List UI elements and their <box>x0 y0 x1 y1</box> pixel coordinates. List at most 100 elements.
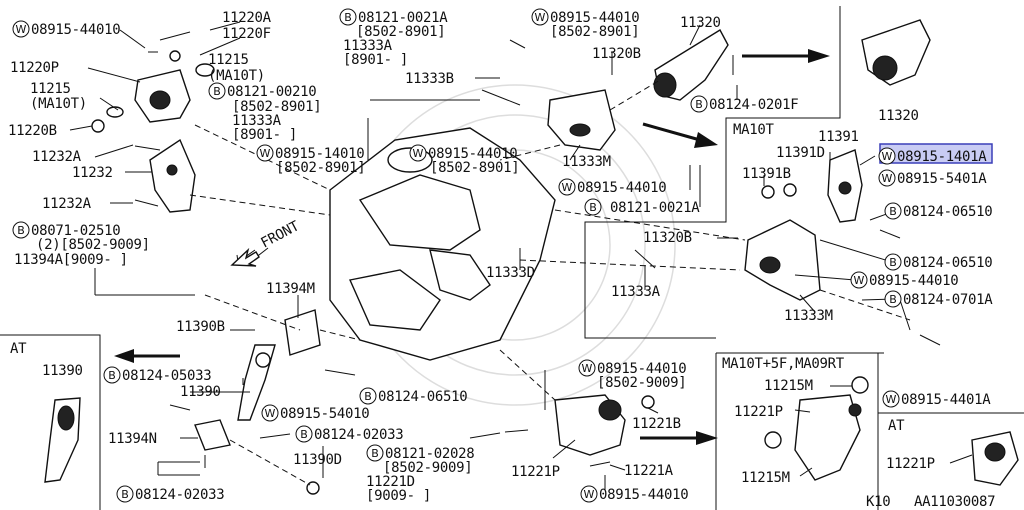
part-number: 08124-06510 <box>378 389 467 405</box>
part-number: 11220A <box>222 10 272 26</box>
washer-label-08915-1401A: W 08915-1401A <box>878 143 993 165</box>
svg-text:W: W <box>535 11 546 24</box>
bolt-label-08124-0201F: B 08124-0201F <box>690 95 799 113</box>
part-note: [8502-9009] <box>383 460 472 476</box>
washer-label-08915-44010-tl: W 08915-44010 <box>12 20 121 38</box>
part-number: 11390 <box>180 384 221 400</box>
part-number: 11390B <box>176 319 225 335</box>
part-number: 11221A <box>624 463 674 479</box>
part-note: [8502-8901] <box>276 160 365 176</box>
part-note: [8502-8901] <box>232 99 321 115</box>
part-number: 08915-54010 <box>280 406 369 422</box>
svg-text:B: B <box>344 11 352 24</box>
part-number: 08915-14010 <box>275 146 364 162</box>
part-note: [8502-8901] <box>430 160 519 176</box>
washer-label-08915-4401A: W 08915-4401A <box>882 390 992 408</box>
svg-text:B: B <box>371 447 379 460</box>
front-indicator <box>230 247 260 267</box>
svg-text:B: B <box>589 201 597 214</box>
bolt-label-08124-06510-b: B 08124-06510 <box>884 253 993 271</box>
part-note: (MA10T) <box>30 96 87 112</box>
svg-text:W: W <box>265 407 276 420</box>
part-number: 11333M <box>562 154 611 170</box>
part-number: 11320B <box>643 230 692 246</box>
page-code: K10 <box>866 494 890 510</box>
bolt-label-08121-0021A-c: B 08121-0021A <box>584 198 701 216</box>
washer-label-08915-44010-r: W 08915-44010 <box>850 271 959 289</box>
bolt-label-08124-02033-b: B 08124-02033 <box>116 485 225 503</box>
part-number: 11221P <box>886 456 935 472</box>
part-number: 11221D <box>366 474 415 490</box>
part-number: 11232A <box>42 196 92 212</box>
frame-label: MA10T <box>733 122 775 138</box>
svg-text:W: W <box>16 23 27 36</box>
svg-text:W: W <box>413 147 424 160</box>
svg-text:B: B <box>213 85 221 98</box>
figure-code: AA11030087 <box>914 494 995 510</box>
part-number: 08121-00210 <box>227 84 316 100</box>
part-number: 11232A <box>32 149 82 165</box>
part-number: 11220F <box>222 26 271 42</box>
part-note: [8502-8901] <box>550 24 639 40</box>
part-number: 08121-0021A <box>358 10 448 26</box>
washer-label-08915-44010-bb: W 08915-44010 <box>580 485 689 503</box>
part-number: 11333A <box>232 113 282 129</box>
part-number: 11215 <box>208 52 249 68</box>
svg-text:W: W <box>882 172 893 185</box>
washer-label-08915-44010-b: W 08915-44010 <box>578 359 687 377</box>
part-number: 11333B <box>405 71 454 87</box>
leader-lines <box>69 21 973 490</box>
part-labels: W 08915-44010 11220A 11220F 11220P 11215… <box>8 8 996 510</box>
part-number: 08124-0201F <box>709 97 798 113</box>
washer-label-08915-44010-c: W 08915-44010 <box>409 144 518 162</box>
part-note: (MA10T) <box>208 68 265 84</box>
part-number: 11333A <box>343 38 393 54</box>
part-note: [8901- ] <box>343 52 408 68</box>
svg-text:B: B <box>300 428 308 441</box>
svg-text:B: B <box>889 205 897 218</box>
part-number: 11320 <box>878 108 919 124</box>
washer-label-08915-44010-tc: W 08915-44010 <box>531 8 640 26</box>
part-number: 08915-44010 <box>428 146 517 162</box>
washer-label-08915-14010: W 08915-14010 <box>256 144 365 162</box>
part-number: 11221P <box>734 404 783 420</box>
part-number: 11215M <box>741 470 790 486</box>
part-number: 11215 <box>30 81 71 97</box>
part-number: 11215M <box>764 378 813 394</box>
frames <box>0 6 1024 510</box>
bolt-label-08124-06510-c: B 08124-06510 <box>359 387 468 405</box>
part-note: [8502-9009] <box>597 375 686 391</box>
washer-label-08915-54010: W 08915-54010 <box>261 404 370 422</box>
part-number: 08915-44010 <box>550 10 639 26</box>
washer-label-08915-5401A: W 08915-5401A <box>878 169 988 187</box>
part-number: 08121-0021A <box>610 200 700 216</box>
part-note: [8502-8901] <box>356 24 445 40</box>
bolt-label-08124-0701A: B 08124-0701A <box>884 290 994 308</box>
direction-arrows <box>114 49 830 445</box>
part-note: [9009- ] <box>366 488 431 504</box>
part-number: 11394M <box>266 281 315 297</box>
frame-label: AT <box>10 341 27 357</box>
svg-text:W: W <box>886 393 897 406</box>
bolt-label-08071-02510: B 08071-02510 <box>12 221 121 239</box>
bolt-label-08124-02033-a: B 08124-02033 <box>295 425 404 443</box>
frame-label: AT <box>888 418 905 434</box>
part-number: 11220P <box>10 60 59 76</box>
part-number: 11221P <box>511 464 560 480</box>
part-number: 11220B <box>8 123 57 139</box>
part-number: 08915-44010 <box>31 22 120 38</box>
bolt-label-08121-00210: B 08121-00210 <box>208 82 317 100</box>
part-number: 08915-44010 <box>599 487 688 503</box>
part-number: 08121-02028 <box>385 446 474 462</box>
frame-label: MA10T+5F,MA09RT <box>722 356 845 372</box>
part-number: 11320 <box>680 15 721 31</box>
part-number: 11221B <box>632 416 681 432</box>
svg-text:W: W <box>582 362 593 375</box>
part-number: 08915-44010 <box>577 180 666 196</box>
bolt-label-08124-06510-a: B 08124-06510 <box>884 202 993 220</box>
part-number: 11333M <box>784 308 833 324</box>
part-number: 11333A <box>611 284 661 300</box>
part-number: 11391D <box>776 145 825 161</box>
svg-text:W: W <box>882 150 893 163</box>
